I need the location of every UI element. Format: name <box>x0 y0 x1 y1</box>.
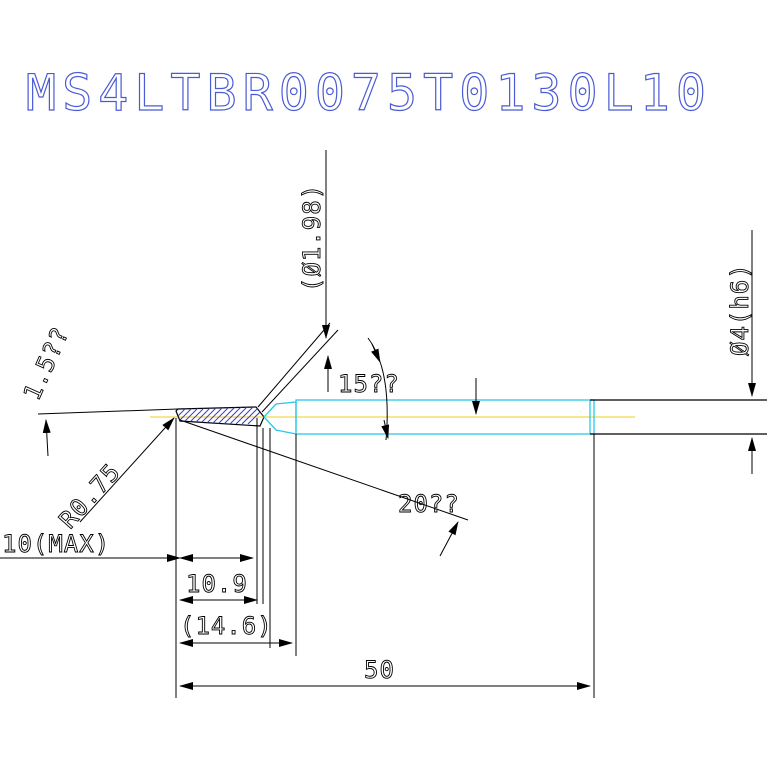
edge-angle-leader <box>42 419 51 457</box>
label-effective-length: 10.9 <box>186 570 248 598</box>
label-taper-angle: 20?? <box>398 490 460 518</box>
neck-angle-arrow-a <box>371 343 381 363</box>
label-max-length: 10(MAX) <box>2 530 110 558</box>
leader-radius <box>79 417 175 523</box>
label-shank-dia: Ø4(h6) <box>726 263 754 356</box>
label-neck-length: (14.6) <box>180 612 273 640</box>
label-overall-length: 50 <box>364 656 395 684</box>
taper-line <box>179 419 469 521</box>
label-radius: R0.75 <box>54 458 126 534</box>
edge-angle-line <box>37 408 179 415</box>
shank-outline <box>295 399 595 435</box>
label-neck-dia: (Ø1.98) <box>298 184 326 292</box>
neck-angle-arrow-b <box>381 419 390 439</box>
label-neck-angle: 15?? <box>338 370 400 398</box>
neck-outline <box>263 401 297 435</box>
neck-angle-line-a <box>257 322 331 408</box>
neck-angle-line-b <box>261 329 339 413</box>
part-number-title: MS4LTBR0075T0130L10 <box>26 64 712 122</box>
label-edge-angle: 1.5?? <box>18 322 75 404</box>
taper-angle-leader <box>439 521 459 557</box>
